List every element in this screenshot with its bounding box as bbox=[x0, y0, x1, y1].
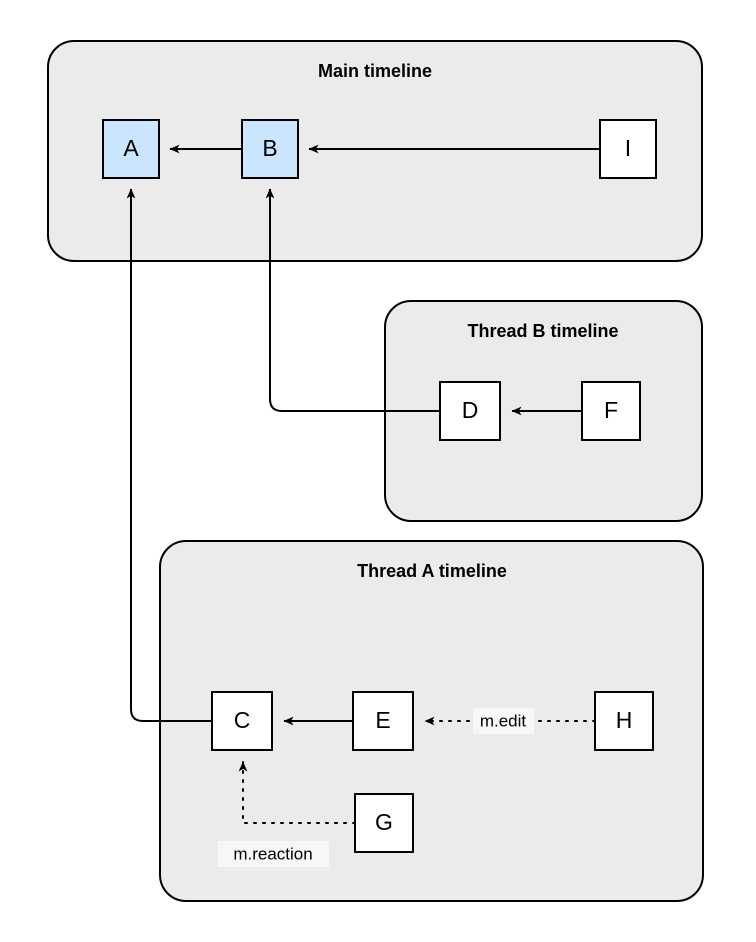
edge-d-to-b bbox=[265, 188, 440, 412]
event-node-E-label: E bbox=[375, 707, 390, 733]
edge-label-m-edit: m.edit bbox=[480, 711, 527, 730]
event-node-H-box[interactable] bbox=[594, 691, 654, 751]
event-node-H[interactable]: H bbox=[594, 691, 654, 751]
event-node-G-box[interactable] bbox=[354, 793, 414, 853]
event-node-A[interactable]: A bbox=[102, 119, 160, 179]
edge-label-m-reaction-bg bbox=[218, 841, 329, 867]
group-thread-a-timeline-title: Thread A timeline bbox=[357, 561, 507, 581]
event-node-F[interactable]: F bbox=[581, 381, 641, 441]
edge-label-m-edit-bg bbox=[473, 708, 534, 734]
event-node-H-label: H bbox=[616, 707, 633, 733]
event-node-I-label: I bbox=[625, 135, 631, 161]
edge-c-to-a bbox=[126, 188, 212, 722]
event-node-C-box[interactable] bbox=[211, 691, 273, 751]
event-node-D[interactable]: D bbox=[439, 381, 501, 441]
event-node-G[interactable]: G bbox=[354, 793, 414, 853]
group-thread-b-timeline-title: Thread B timeline bbox=[467, 321, 618, 341]
edge-g-to-c bbox=[238, 761, 356, 824]
group-main-timeline-title: Main timeline bbox=[318, 61, 432, 81]
edge-label-m-reaction: m.reaction bbox=[233, 844, 312, 863]
event-node-F-label: F bbox=[604, 397, 618, 423]
event-node-E[interactable]: E bbox=[352, 691, 414, 751]
event-node-A-label: A bbox=[123, 135, 139, 161]
event-node-D-box[interactable] bbox=[439, 381, 501, 441]
event-node-F-box[interactable] bbox=[581, 381, 641, 441]
group-main-timeline-box bbox=[47, 40, 703, 262]
event-node-B-box[interactable] bbox=[241, 119, 299, 179]
event-node-I[interactable]: I bbox=[599, 119, 657, 179]
event-node-D-label: D bbox=[462, 397, 479, 423]
event-node-A-box[interactable] bbox=[102, 119, 160, 179]
group-main-timeline: Main timeline bbox=[47, 40, 703, 262]
event-node-C[interactable]: C bbox=[211, 691, 273, 751]
event-node-B[interactable]: B bbox=[241, 119, 299, 179]
event-node-E-box[interactable] bbox=[352, 691, 414, 751]
event-node-B-label: B bbox=[262, 135, 277, 161]
event-node-G-label: G bbox=[375, 809, 393, 835]
event-node-I-box[interactable] bbox=[599, 119, 657, 179]
event-node-C-label: C bbox=[234, 707, 251, 733]
